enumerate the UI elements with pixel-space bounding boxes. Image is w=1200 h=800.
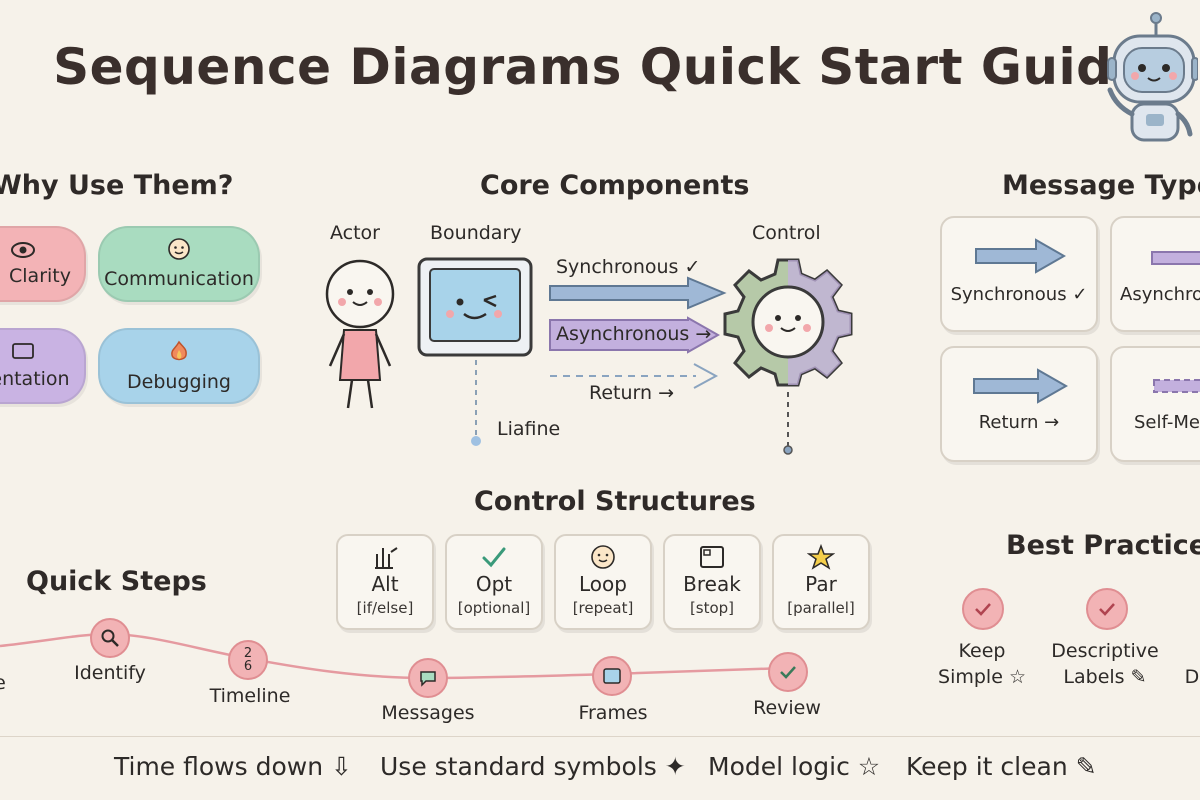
why-item-debugging: Debugging bbox=[98, 328, 260, 404]
bp-check-icon bbox=[962, 588, 1004, 630]
loop-icon bbox=[591, 545, 615, 569]
control-break: Break [stop] bbox=[663, 534, 761, 630]
footer-standard-symbols: Use standard symbols ✦ bbox=[380, 752, 686, 781]
message-types-heading: Message Types bbox=[1002, 170, 1200, 201]
why-heading: Why Use Them? bbox=[0, 170, 234, 201]
why-item-documentation: entation bbox=[0, 328, 86, 404]
lifeline-line bbox=[471, 360, 481, 446]
eye-icon bbox=[10, 241, 36, 265]
footer-keep-clean: Keep it clean ✎ bbox=[906, 752, 1097, 781]
bug-icon bbox=[166, 339, 192, 371]
break-icon bbox=[700, 546, 724, 568]
bp-descriptive-labels: Descriptive Labels ✎ bbox=[1051, 640, 1159, 688]
why-item-clarity: Clarity bbox=[0, 226, 86, 302]
return-arrow-icon bbox=[973, 368, 1068, 404]
control-loop: Loop [repeat] bbox=[554, 534, 652, 630]
step-frames-icon bbox=[592, 656, 632, 696]
robot-mascot-icon bbox=[1107, 12, 1198, 142]
step-label-messages: Messages bbox=[381, 702, 475, 724]
step-messages-icon bbox=[408, 658, 448, 698]
step-label-first: e bbox=[0, 672, 6, 694]
bp-keep-simple: Keep Simple ☆ bbox=[938, 640, 1026, 688]
footer-model-logic: Model logic ☆ bbox=[708, 752, 881, 781]
return-message-label: Return → bbox=[589, 382, 675, 404]
boundary-screen-icon bbox=[417, 257, 533, 357]
control-opt: Opt [optional] bbox=[445, 534, 543, 630]
step-label-identify: Identify bbox=[74, 662, 146, 684]
page-title: Sequence Diagrams Quick Start Guide bbox=[53, 38, 1147, 96]
control-lifeline bbox=[783, 392, 793, 455]
bp-third: D bbox=[1184, 666, 1200, 688]
footer-time-flows: Time flows down ⇩ bbox=[114, 752, 352, 781]
actor-label: Actor bbox=[330, 222, 380, 244]
step-identify-icon bbox=[90, 618, 130, 658]
step-review-icon bbox=[768, 652, 808, 692]
fork-icon bbox=[375, 547, 398, 569]
sync-arrow bbox=[549, 276, 727, 310]
bp-check-icon bbox=[1086, 588, 1128, 630]
async-message-label: Asynchronous → bbox=[556, 323, 712, 345]
star-icon bbox=[807, 544, 835, 570]
message-type-self-card: Self-Mes bbox=[1110, 346, 1200, 462]
step-label-frames: Frames bbox=[578, 702, 648, 724]
message-type-return-card: Return → bbox=[940, 346, 1098, 462]
self-message-icon bbox=[1153, 379, 1200, 393]
control-par: Par [parallel] bbox=[772, 534, 870, 630]
step-label-timeline: Timeline bbox=[209, 685, 291, 707]
control-alt: Alt [if/else] bbox=[336, 534, 434, 630]
message-type-sync-card: Synchronous ✓ bbox=[940, 216, 1098, 332]
control-gear-icon bbox=[723, 258, 853, 387]
document-icon bbox=[11, 342, 35, 368]
why-item-communication: Communication bbox=[98, 226, 260, 302]
step-label-review: Review bbox=[753, 697, 821, 719]
footer-divider bbox=[0, 736, 1200, 737]
boundary-label: Boundary bbox=[430, 222, 522, 244]
sync-message-label: Synchronous ✓ bbox=[556, 256, 701, 278]
check-icon bbox=[482, 547, 506, 568]
smile-bubble-icon bbox=[166, 238, 192, 268]
core-heading: Core Components bbox=[480, 170, 750, 201]
quick-steps-heading: Quick Steps bbox=[26, 566, 207, 597]
control-structures-heading: Control Structures bbox=[474, 486, 756, 517]
lifeline-label: Liafine bbox=[497, 418, 561, 440]
control-label: Control bbox=[752, 222, 821, 244]
best-practices-heading: Best Practices bbox=[1006, 530, 1200, 561]
actor-figure-icon bbox=[325, 259, 395, 409]
sync-arrow-icon bbox=[975, 238, 1066, 274]
async-arrow bbox=[549, 316, 721, 354]
return-arrow bbox=[550, 363, 719, 389]
message-type-async-card: Asynchron bbox=[1110, 216, 1200, 332]
async-arrow-icon bbox=[1151, 251, 1200, 265]
